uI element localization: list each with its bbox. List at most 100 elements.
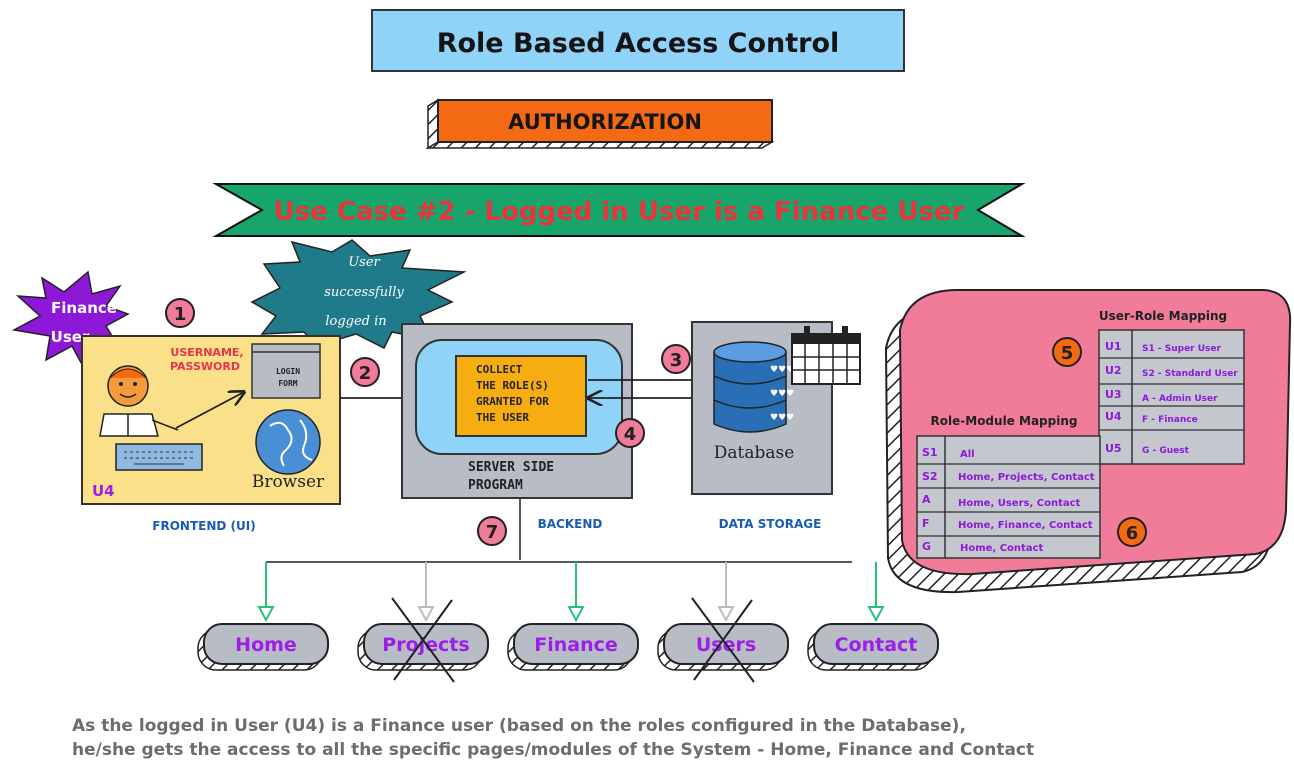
step-marker-1: 1 (165, 298, 195, 328)
table-row: U5 G - Guest (1105, 442, 1190, 456)
role-module-mapping-table: S1 All S2 Home, Projects, Contact A Home… (916, 435, 1101, 559)
table-row: S2 Home, Projects, Contact (922, 470, 1095, 483)
svg-text:S1 - Super User: S1 - Super User (1142, 344, 1222, 354)
svg-text:S2: S2 (922, 470, 938, 483)
svg-text:6: 6 (1126, 523, 1139, 544)
mapping-panel: User-Role Mapping U1 S1 - Super User U2 … (884, 289, 1292, 594)
svg-text:PROGRAM: PROGRAM (468, 478, 523, 493)
svg-text:4: 4 (624, 424, 637, 445)
svg-text:A - Admin User: A - Admin User (1142, 394, 1218, 404)
svg-text:logged in: logged in (325, 314, 386, 329)
table-grid-icon (791, 326, 861, 385)
svg-text:U1: U1 (1105, 340, 1122, 353)
svg-text:S2 - Standard User: S2 - Standard User (1142, 369, 1238, 379)
svg-text:A: A (922, 493, 931, 506)
table-row: G Home, Contact (922, 540, 1044, 554)
backend-panel: COLLECT THE ROLE(S) GRANTED FOR THE USER… (401, 323, 633, 499)
title-box: Role Based Access Control (371, 9, 905, 72)
svg-text:F - Finance: F - Finance (1142, 415, 1198, 425)
svg-text:♥♥♥: ♥♥♥ (770, 389, 794, 399)
svg-text:5: 5 (1061, 343, 1074, 364)
caption: As the logged in User (U4) is a Finance … (72, 714, 1272, 762)
svg-text:THE ROLE(S): THE ROLE(S) (476, 379, 549, 392)
svg-text:U3: U3 (1105, 388, 1122, 401)
database-label: Database (714, 443, 795, 463)
credentials-label: USERNAME, (170, 346, 243, 359)
svg-text:U2: U2 (1105, 364, 1122, 377)
authorization-box: AUTHORIZATION (425, 98, 775, 150)
user-avatar-icon (99, 365, 179, 437)
module-contact: Contact (807, 562, 939, 671)
svg-text:FORM: FORM (278, 379, 297, 388)
arrow-head (417, 606, 435, 623)
denied-cross (393, 599, 453, 681)
pointer-arrow (175, 392, 244, 429)
backend-label: BACKEND (538, 517, 603, 531)
svg-text:Home, Projects, Contact: Home, Projects, Contact (958, 472, 1095, 483)
table-row: U2 S2 - Standard User (1105, 364, 1238, 379)
svg-text:User: User (348, 255, 380, 270)
module-label: Home (235, 634, 297, 656)
svg-text:F: F (922, 517, 930, 530)
svg-text:♥♥♥: ♥♥♥ (770, 365, 794, 375)
svg-text:G: G (922, 540, 931, 553)
svg-text:♥♥♥: ♥♥♥ (770, 413, 794, 423)
svg-text:7: 7 (486, 522, 499, 543)
user-id-label: U4 (92, 482, 115, 500)
module-home: Home (197, 562, 329, 671)
denied-cross (693, 599, 753, 681)
finance-user-badge: Finance User (11, 270, 130, 370)
use-case-title: Use Case #2 - Logged in User is a Financ… (274, 197, 965, 227)
data-storage-label: DATA STORAGE (719, 517, 822, 531)
svg-text:GRANTED FOR: GRANTED FOR (476, 395, 549, 408)
step-marker-6: 6 (1117, 517, 1147, 547)
caption-line-1: As the logged in User (U4) is a Finance … (72, 716, 966, 736)
frontend-panel: USERNAME, PASSWORD LOGIN FORM (81, 335, 341, 505)
frontend-label: FRONTEND (UI) (152, 519, 255, 533)
step-marker-4: 4 (615, 418, 645, 448)
server-program-label: SERVER SIDE (468, 460, 554, 475)
arrow-head (567, 606, 585, 623)
module-projects: Projects (357, 562, 489, 683)
table-row: U4 F - Finance (1105, 410, 1198, 425)
module-pill (813, 623, 939, 665)
svg-text:LOGIN: LOGIN (276, 367, 300, 376)
svg-text:U5: U5 (1105, 442, 1122, 455)
svg-text:1: 1 (174, 304, 187, 325)
module-pill (203, 623, 329, 665)
svg-text:Finance: Finance (51, 299, 117, 317)
arrow-head (257, 606, 275, 623)
svg-text:PASSWORD: PASSWORD (170, 360, 240, 373)
module-pill (513, 623, 639, 665)
data-storage-panel: ♥♥♥ ♥♥♥ ♥♥♥ Database (691, 321, 861, 495)
step-marker-3: 3 (661, 344, 691, 374)
database-icon: ♥♥♥ ♥♥♥ ♥♥♥ (713, 341, 794, 433)
module-finance: Finance (507, 562, 639, 671)
module-users: Users (657, 562, 789, 683)
use-case-banner: Use Case #2 - Logged in User is a Financ… (212, 183, 1026, 237)
svg-text:Home, Finance, Contact: Home, Finance, Contact (958, 520, 1093, 531)
svg-text:User: User (51, 328, 90, 346)
browser-label: Browser (252, 472, 325, 492)
svg-text:U4: U4 (1105, 410, 1122, 423)
user-role-mapping-table: U1 S1 - Super User U2 S2 - Standard User… (1098, 329, 1245, 465)
browser-globe-icon (255, 409, 321, 475)
keyboard-icon (115, 443, 203, 471)
caption-line-2: he/she gets the access to all the specif… (72, 740, 1035, 760)
authorization-label: AUTHORIZATION (508, 110, 702, 134)
step-marker-2: 2 (350, 357, 380, 387)
svg-text:Home, Contact: Home, Contact (960, 543, 1044, 554)
table-row: F Home, Finance, Contact (922, 517, 1093, 531)
table-row: A Home, Users, Contact (922, 493, 1081, 509)
arrow-head (867, 606, 885, 623)
page-title: Role Based Access Control (437, 28, 840, 59)
svg-text:successfully: successfully (324, 285, 404, 300)
table-row: S1 All (922, 446, 975, 460)
modules-row: Home ProjectsFinance UsersContact (197, 562, 939, 683)
login-form-icon: LOGIN FORM (251, 343, 321, 399)
svg-text:Home, Users, Contact: Home, Users, Contact (958, 498, 1081, 509)
module-label: Finance (534, 634, 618, 656)
step-marker-7: 7 (477, 516, 507, 546)
svg-text:G - Guest: G - Guest (1142, 446, 1190, 456)
